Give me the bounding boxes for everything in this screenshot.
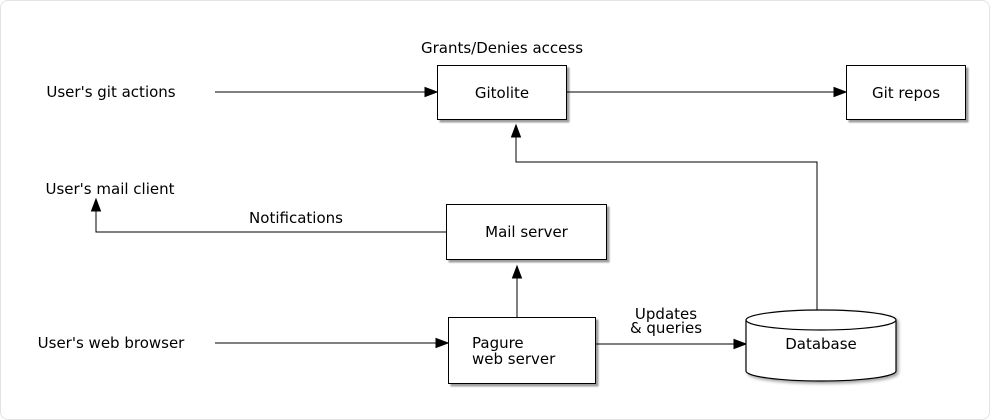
node-database-label: Database — [785, 335, 857, 353]
edge-database-to-gitolite — [515, 137, 818, 310]
label-users-git-actions: User's git actions — [46, 83, 176, 101]
arrowhead-mail-server-in-icon — [511, 264, 523, 279]
database-cylinder-body — [745, 320, 897, 382]
label-users-web-browser: User's web browser — [37, 334, 185, 352]
node-mail-server: Mail server — [446, 204, 607, 260]
database-cylinder-top — [745, 309, 897, 331]
arrowhead-mail-client-in-icon — [90, 197, 102, 212]
node-gitolite: Gitolite — [437, 65, 567, 120]
node-mail-server-label: Mail server — [485, 223, 568, 241]
label-updates-line1: Updates — [634, 305, 698, 323]
edge-mail-server-to-mail-client — [95, 211, 446, 233]
label-updates-queries: Updates& queries — [629, 305, 703, 337]
database-cylinder-icon — [745, 309, 897, 382]
arrowhead-gitolite-in-icon — [424, 86, 439, 98]
arrowhead-gitolite-bottom-in-icon — [510, 123, 522, 138]
node-git-repos: Git repos — [846, 65, 966, 120]
arrowhead-pagure-in-icon — [435, 337, 450, 349]
arrowhead-git-repos-in-icon — [833, 86, 848, 98]
arrowhead-database-in-icon — [733, 338, 748, 350]
node-pagure-label-line1: Pagure — [472, 333, 524, 352]
node-gitolite-label: Gitolite — [474, 83, 530, 102]
label-grants-denies-access: Grants/Denies access — [420, 39, 584, 57]
node-git-repos-label: Git repos — [871, 83, 941, 102]
label-users-mail-client: User's mail client — [45, 180, 175, 198]
node-pagure-label-line2: web server — [472, 349, 556, 368]
label-updates-line2: & queries — [629, 319, 703, 337]
label-notifications: Notifications — [249, 209, 343, 227]
